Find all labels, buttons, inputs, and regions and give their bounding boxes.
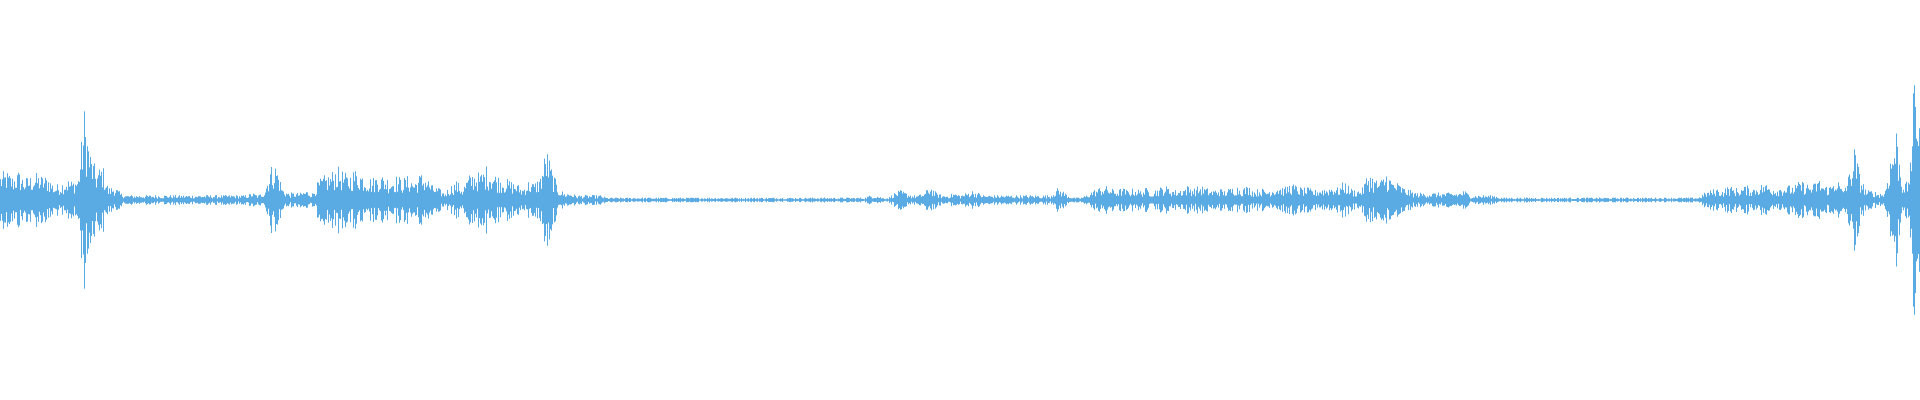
waveform-bars (0, 85, 1920, 315)
